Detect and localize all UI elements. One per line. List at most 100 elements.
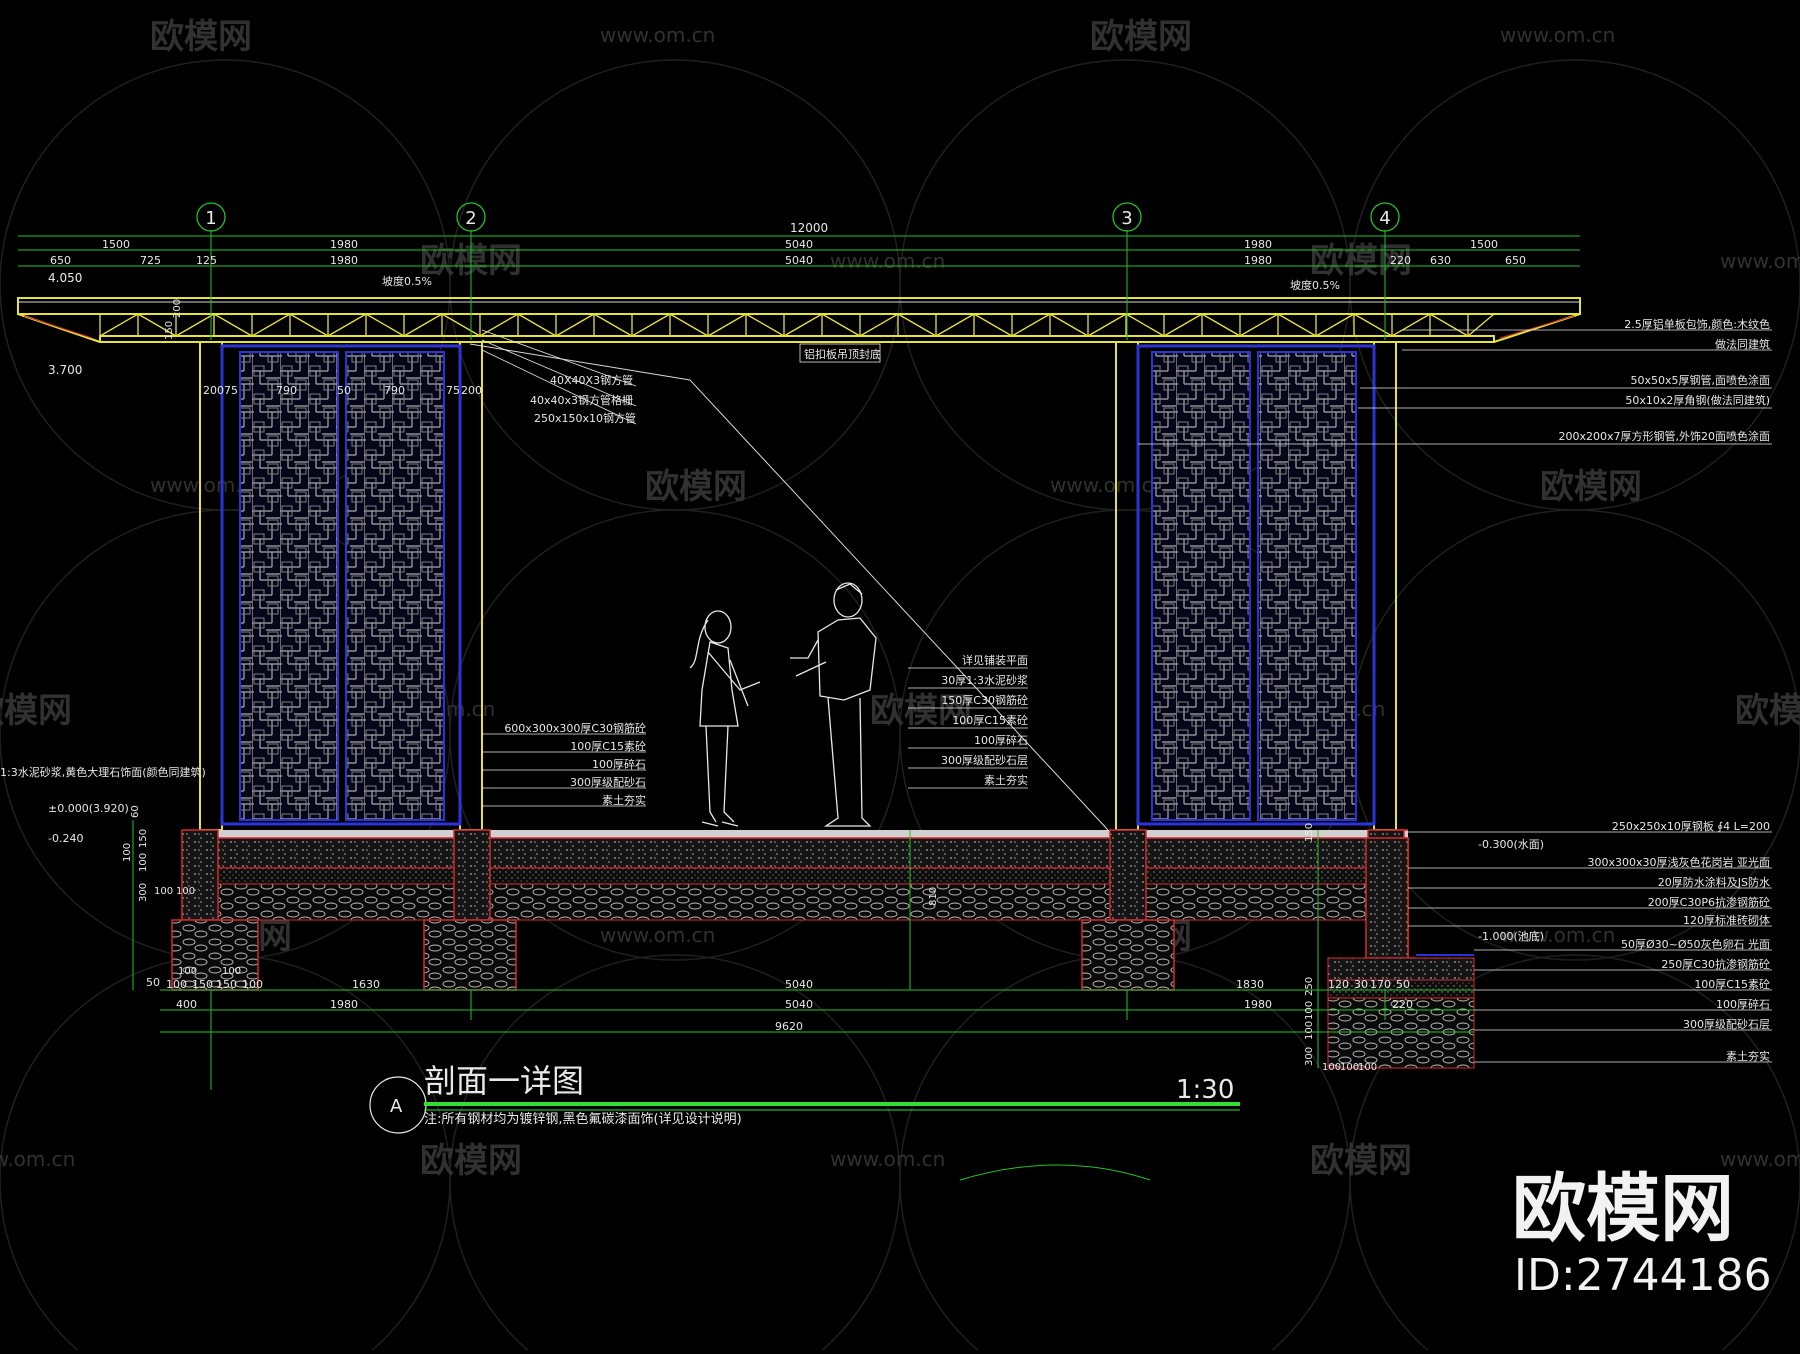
axis-bubble (1112, 202, 1142, 232)
dim-text: 100 (1304, 1001, 1315, 1020)
note-text: 100厚碎石 (1716, 997, 1770, 1011)
dim-text: 150 (192, 978, 213, 991)
slope-label: 坡度0.5% (382, 274, 432, 288)
watermark-url: www.om.cn (600, 23, 715, 47)
dim-text: 200 (461, 384, 482, 397)
watermark-logos: 欧模网 欧模网 欧模网 欧模网 欧模网 欧模网 欧模网 欧模网 欧模网 欧模网 … (0, 17, 1800, 1181)
dim-text: 1980 (1244, 254, 1272, 267)
dim-text: 150 (1304, 823, 1315, 842)
dim-text: 100 (154, 886, 173, 897)
left-screen (199, 341, 483, 831)
watermark-logo: 欧模网 (870, 691, 972, 731)
column-axis-4 (1373, 341, 1397, 831)
elevation-outside-ground: -0.240 (48, 832, 83, 845)
dim-text: 5040 (785, 238, 813, 251)
roof-truss (17, 297, 1581, 343)
watermark-logo: 欧模网 (1090, 17, 1192, 57)
dim-text: 1980 (330, 254, 358, 267)
floor-left-notes: 600x300x300厚C30钢筋砼 100厚C15素砼 100厚碎石 300厚… (504, 721, 646, 807)
foundation (171, 829, 1475, 1069)
floor-base-layer (185, 867, 1409, 885)
bottom-dims-row2: 400 1980 5040 1980 (176, 998, 1272, 1011)
note-text: 150厚C30钢筋砼 (941, 693, 1028, 707)
watermark-url: www.om.cn (830, 249, 945, 273)
watermark-logo: 欧模网 (150, 17, 252, 57)
dim-text: 5040 (785, 998, 813, 1011)
dim-text: 220 (1392, 998, 1413, 1011)
note-text: 100厚C15素砼 (1694, 978, 1770, 991)
dim-text: 75 (224, 384, 238, 397)
section-cut-leader (469, 343, 1109, 831)
watermark-logo: 欧模网 (1540, 467, 1642, 507)
dim-text: 300 (1304, 1047, 1315, 1066)
note-text: 30厚1:3水泥砂浆 (941, 673, 1028, 687)
dim-text: 170 (1370, 978, 1391, 991)
watermark-url: www.om.cn (830, 1147, 945, 1171)
watermark-url: www.om.cn (1500, 923, 1615, 947)
top-dims-row2: 650 725 125 1980 5040 1980 220 630 650 (50, 254, 1526, 267)
right-notes: 2.5厚铝单板包饰,颜色:木纹色 做法同建筑 50x50x5厚钢管,面喷色涂面 … (1558, 317, 1770, 443)
note-text: 200厚C30P6抗渗钢筋砼 (1648, 895, 1770, 909)
note-text: 300厚级配砂石层 (1683, 1018, 1770, 1031)
lattice-panel (239, 351, 339, 821)
dim-text: 100 (178, 966, 197, 977)
dim-text: 100 (122, 843, 133, 862)
watermark-url: www.om.cn (0, 1147, 75, 1171)
brand-logo: 欧模网 (1512, 1166, 1734, 1252)
brand-id: ID:2744186 (1514, 1250, 1772, 1301)
dim-text: 100 (166, 978, 187, 991)
dimension-lines (18, 230, 1580, 1090)
dim-text: 150 (138, 829, 149, 848)
watermark-logo: 欧模网 (0, 691, 72, 731)
dim-text: 790 (384, 384, 405, 397)
drawing-note: 注:所有钢材均为镀锌钢,黑色氟碳漆面饰(详见设计说明) (424, 1111, 742, 1127)
dim-text: 630 (1430, 254, 1451, 267)
axis-bubble (456, 202, 486, 232)
column-axis-3 (1115, 341, 1139, 831)
dim-text: 1830 (1236, 978, 1264, 991)
dim-total-top: 12000 (790, 221, 828, 235)
slope-label: 坡度0.5% (1290, 278, 1340, 292)
panel-frame (1136, 344, 1376, 826)
watermark-logo: 欧模网 (1310, 241, 1412, 281)
dim-text: 1980 (1244, 998, 1272, 1011)
note-text: 素土夯实 (1726, 1049, 1770, 1063)
dim-text: 725 (140, 254, 161, 267)
note-text: 素土夯实 (602, 793, 646, 807)
note-text: 素土夯实 (984, 773, 1028, 787)
panel-dims: 200 75 790 50 790 75 200 (203, 384, 482, 397)
dim-text: 120 (1328, 978, 1349, 991)
right-screen (1115, 341, 1397, 831)
dim-text: 50 (1396, 978, 1410, 991)
pool-slab (1327, 957, 1475, 981)
female-figure (689, 610, 761, 827)
dim-text: 5040 (785, 978, 813, 991)
note-text: 详见铺装平面 (962, 653, 1028, 667)
note-text: 600x300x300厚C30钢筋砼 (504, 721, 646, 735)
axis-bubble (196, 202, 226, 232)
title-marker: A (390, 1096, 403, 1117)
watermark-logo: 欧模网 (645, 467, 747, 507)
note-text: 做法同建筑 (1715, 337, 1770, 351)
dim-total-bottom: 9620 (775, 1020, 803, 1033)
truss-dim: 200 (172, 299, 183, 318)
axis-label: 2 (465, 208, 476, 229)
note-text: 300厚级配砂石层 (941, 754, 1028, 767)
dim-text: 50 (337, 384, 351, 397)
watermark-url: www.om.cn (1720, 1147, 1800, 1171)
note-text: 40X40X3钢方管 (550, 373, 633, 387)
note-text: 50厚Ø30~Ø50灰色卵石 光面 (1621, 937, 1770, 951)
dim-text: 50 (146, 976, 160, 989)
dim-text: 75 (446, 384, 460, 397)
human-figures (689, 582, 877, 827)
dim-text: 100 (176, 886, 195, 897)
lattice-panel (1257, 351, 1357, 821)
note-text: 100厚C15素砼 (570, 740, 646, 753)
male-figure (790, 582, 877, 827)
panel-frame (220, 344, 462, 826)
brand-watermark: 欧模网 ID:2744186 (1512, 1166, 1772, 1301)
note-text: 100厚C15素砼 (952, 714, 1028, 727)
note-text: 250x150x10钢方管 (534, 411, 636, 425)
